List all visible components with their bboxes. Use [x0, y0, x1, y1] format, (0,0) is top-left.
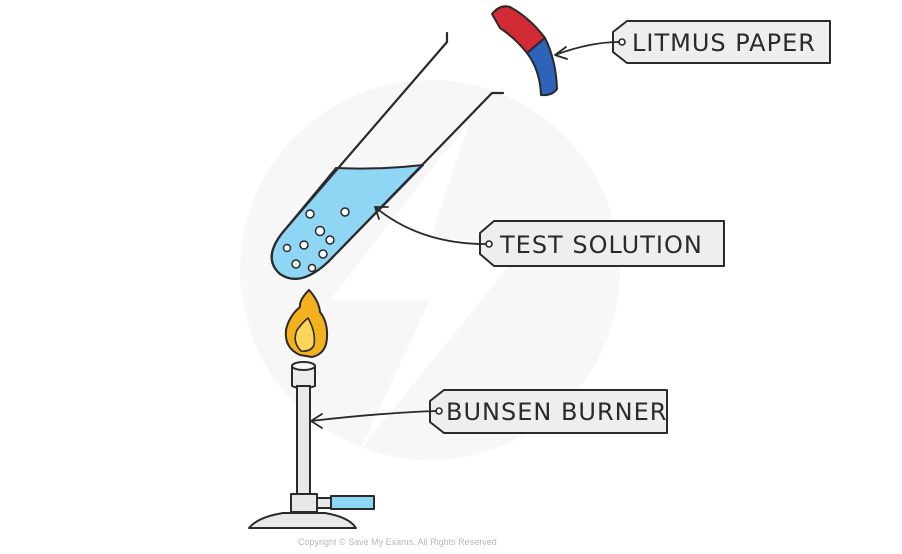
test-tube	[270, 31, 505, 280]
litmus-pointer-arrow	[554, 41, 620, 60]
air-collar	[290, 493, 318, 513]
bunsen-burner-label-tag: BUNSEN BURNER	[429, 389, 668, 434]
flame-icon	[284, 289, 329, 358]
tube-outline	[270, 31, 505, 280]
litmus-paper-label-tag: LITMUS PAPER	[612, 20, 831, 64]
burner-barrel	[296, 385, 311, 497]
litmus-paper-blue-section	[526, 37, 558, 97]
bunsen-burner-pointer-arrow	[310, 410, 437, 429]
litmus-paper	[491, 5, 558, 97]
gas-inlet-connector	[316, 497, 332, 509]
test-solution-label: TEST SOLUTION	[499, 231, 703, 259]
copyright-notice: Copyright © Save My Exams. All Rights Re…	[298, 537, 497, 547]
burner-base	[248, 512, 357, 529]
burner-mouth	[291, 361, 316, 371]
test-solution-pointer-arrow	[374, 206, 487, 245]
litmus-paper-red-section	[491, 5, 546, 54]
bunsen-burner	[248, 289, 375, 529]
test-solution-label-tag: TEST SOLUTION	[479, 220, 725, 267]
bubble-icon	[282, 207, 350, 273]
gas-pipe	[330, 495, 375, 510]
bunsen-burner-label: BUNSEN BURNER	[446, 398, 667, 426]
litmus-paper-label: LITMUS PAPER	[632, 29, 816, 57]
